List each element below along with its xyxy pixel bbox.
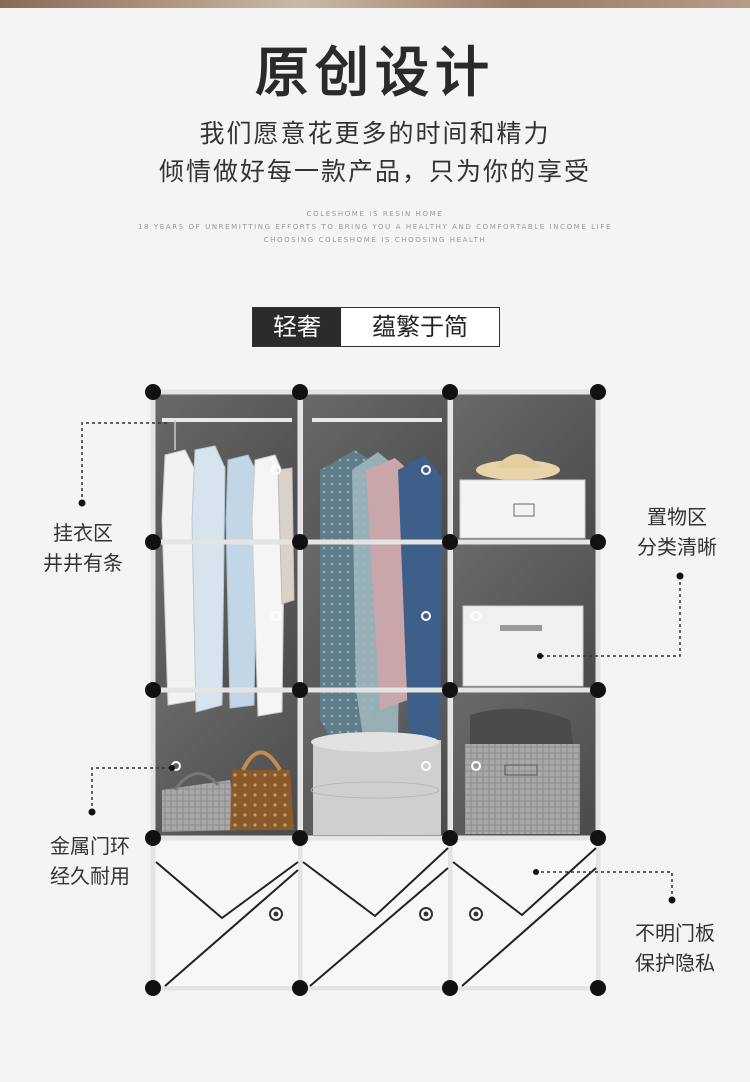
tag-light-label: 蕴繁于简	[372, 313, 468, 341]
label-door-panel: 不明门板 保护隐私	[620, 918, 730, 978]
label-hanging-line-1: 挂衣区	[53, 521, 113, 545]
subtitle-line-1: 我们愿意花更多的时间和精力	[199, 119, 551, 148]
style-tag: 轻奢 蕴繁于简	[252, 307, 500, 347]
top-decor-strip	[0, 0, 750, 8]
english-line-3: CHOOSING COLESHOME IS CHOOSING HEALTH	[263, 236, 487, 244]
english-line-1: COLESHOME IS RESIN HOME	[306, 210, 444, 218]
storage-items	[459, 454, 586, 834]
label-storage-line-2: 分类清晰	[637, 535, 717, 559]
shirts-left	[161, 420, 295, 717]
tag-dark-label: 轻奢	[253, 308, 341, 346]
label-metal-ring: 金属门环 经久耐用	[30, 831, 150, 891]
english-line-2: 18 YEARS OF UNREMITTING EFFORTS TO BRING…	[137, 223, 612, 231]
callout-dots	[78, 499, 684, 904]
dresses-middle	[310, 450, 442, 835]
label-storage-area: 置物区 分类清晰	[622, 502, 732, 562]
callout-lines	[81, 422, 681, 900]
subtitle-line-2: 倾情做好每一款产品，只为你的享受	[158, 157, 591, 186]
doors	[155, 841, 597, 987]
handbags	[162, 750, 294, 832]
label-hanging-line-2: 井井有条	[43, 551, 123, 575]
page-title: 原创设计	[255, 40, 495, 104]
label-ring-line-2: 经久耐用	[50, 864, 130, 888]
label-door-line-1: 不明门板	[635, 921, 715, 945]
label-ring-line-1: 金属门环	[50, 834, 130, 858]
label-door-line-2: 保护隐私	[635, 951, 715, 975]
connectors	[145, 384, 606, 996]
label-hanging-area: 挂衣区 井井有条	[28, 518, 138, 578]
label-storage-line-1: 置物区	[647, 505, 707, 529]
